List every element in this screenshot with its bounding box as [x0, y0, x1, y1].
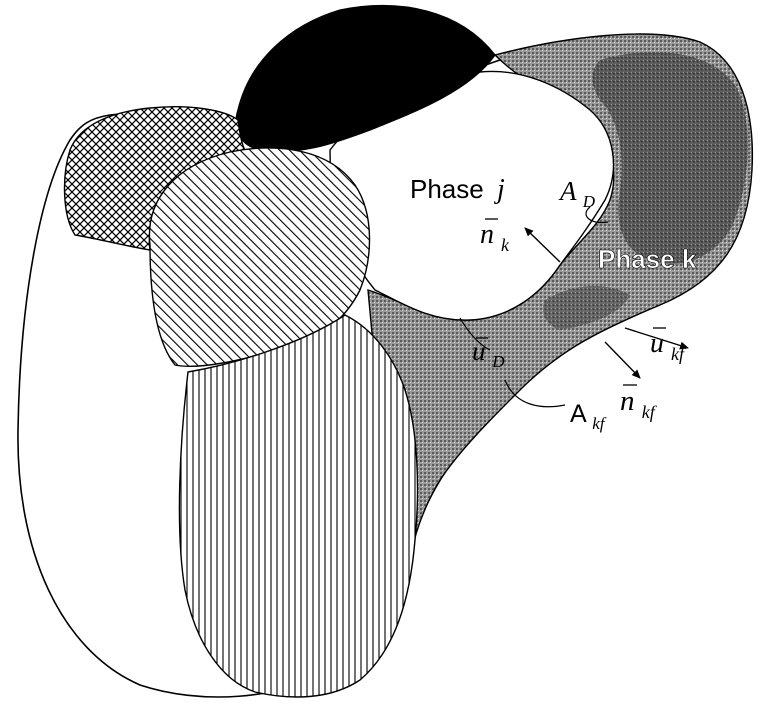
- svg-text:u kf: u kf: [650, 328, 687, 364]
- n-kf-subscript: kf: [642, 402, 658, 422]
- phase-j-label: Phase: [410, 174, 484, 204]
- svg-text:n kf: n kf: [620, 385, 658, 422]
- a-kf-subscript: kf: [592, 414, 607, 433]
- n-kf-label: n: [620, 385, 635, 417]
- vertical-hatch-region: [179, 315, 417, 697]
- phase-k-label: Phase k: [598, 244, 697, 274]
- a-kf-label: A: [570, 400, 587, 428]
- u-d-label: u: [472, 336, 486, 366]
- n-k-label: n: [480, 219, 494, 250]
- a-d-label: A: [558, 176, 577, 206]
- n-kf-arrow: [605, 342, 640, 378]
- svg-text:Phase j: Phase j: [410, 174, 505, 205]
- a-d-subscript: D: [582, 192, 596, 211]
- n-k-subscript: k: [501, 235, 510, 255]
- svg-text:A kf: A kf: [570, 400, 607, 433]
- u-d-subscript: D: [491, 352, 505, 371]
- u-kf-label: u: [650, 328, 664, 359]
